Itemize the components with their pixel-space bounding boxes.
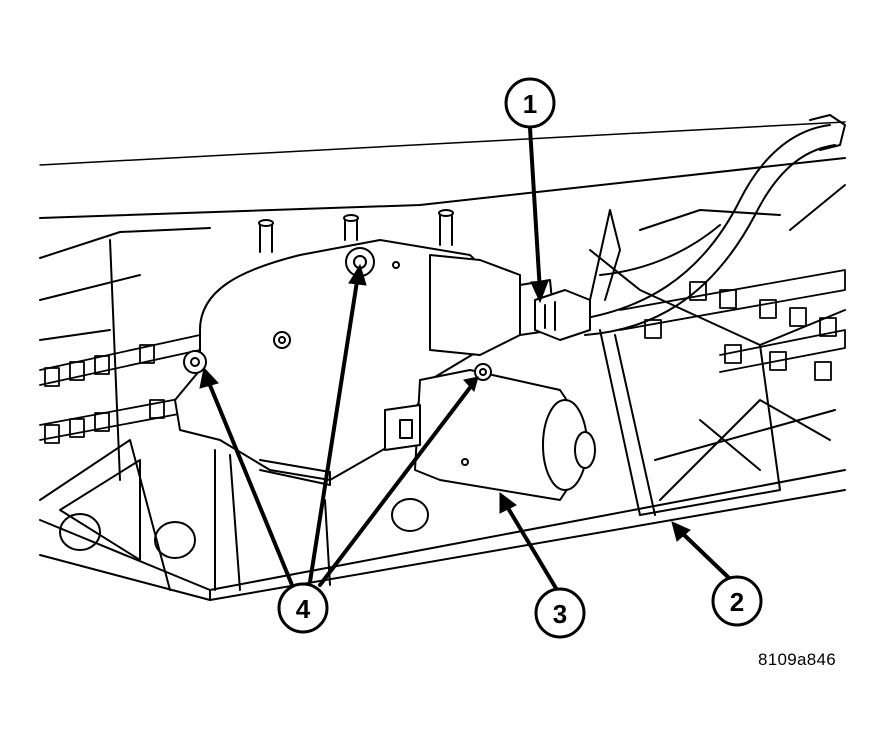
callout-1: 1 xyxy=(504,77,556,129)
callout-1-label: 1 xyxy=(523,89,537,119)
callout-2-label: 2 xyxy=(730,587,744,617)
figure-id: 8109a846 xyxy=(758,650,837,669)
callout-3-label: 3 xyxy=(553,599,567,629)
mounting-screws xyxy=(183,350,492,381)
connector xyxy=(534,289,591,341)
panel-posts xyxy=(109,209,454,481)
panel-holes xyxy=(59,498,429,559)
callout-4: 4 xyxy=(277,582,329,634)
harness-clips-left xyxy=(39,334,201,444)
harness-clips-right xyxy=(619,269,846,381)
callout-3: 3 xyxy=(534,587,586,639)
callout-4-label: 4 xyxy=(296,594,311,624)
leader-arrows xyxy=(199,126,731,592)
wiring-harness xyxy=(574,114,846,336)
callout-2: 2 xyxy=(711,575,763,627)
